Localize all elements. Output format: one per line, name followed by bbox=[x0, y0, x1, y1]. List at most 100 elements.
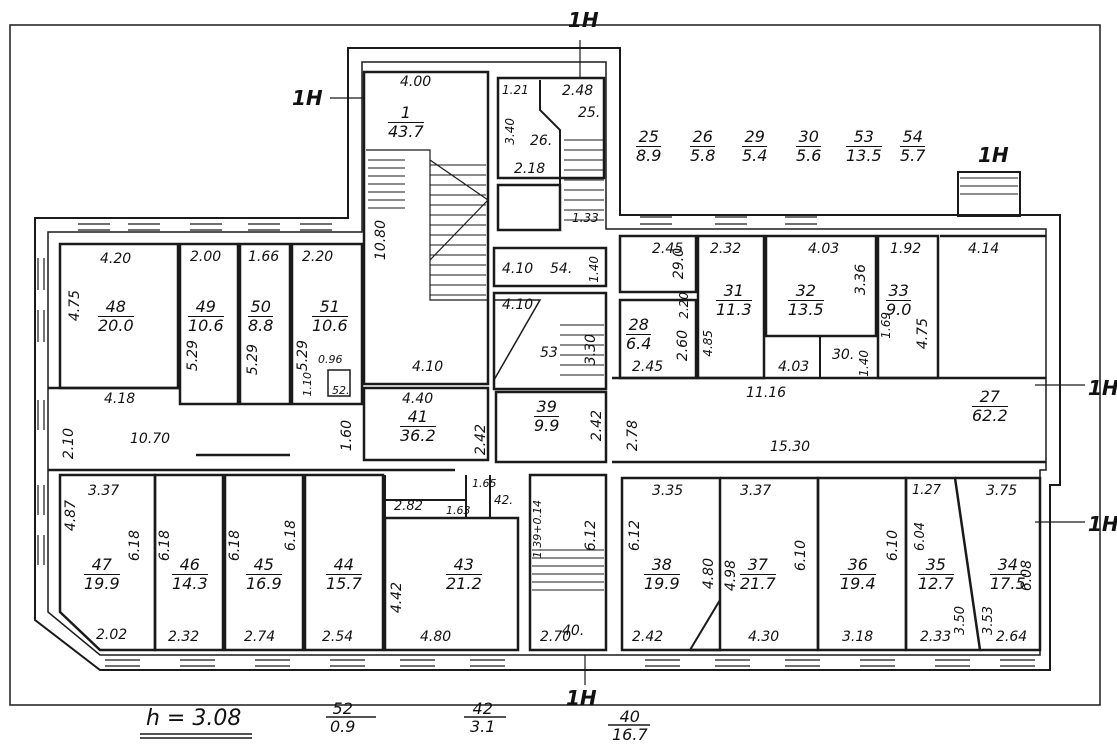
dim-2-00: 2.00 bbox=[190, 249, 222, 265]
dim-10-70: 10.70 bbox=[130, 431, 171, 447]
dim-3-40: 3.40 bbox=[503, 118, 517, 145]
stair-treads bbox=[368, 159, 486, 296]
dim-4-10-b: 4.10 bbox=[502, 261, 534, 277]
dim-6-04: 6.04 bbox=[913, 522, 928, 551]
label-room-30: 30. bbox=[832, 347, 855, 363]
dim-1-40-b: 1.40 bbox=[857, 350, 871, 377]
dim-5-29-b: 5.29 bbox=[245, 344, 261, 376]
dim-1-69: 1.69 bbox=[879, 312, 893, 339]
dim-6-08: 6.08 bbox=[1019, 560, 1035, 592]
entrance-marker-right: 1H bbox=[1088, 376, 1117, 400]
label-room-25: 25. bbox=[578, 105, 601, 121]
dim-2-48: 2.48 bbox=[562, 83, 594, 99]
dim-1-10: 1.10 bbox=[301, 372, 314, 397]
dim-4-20: 4.20 bbox=[100, 251, 132, 267]
dim-10-80: 10.80 bbox=[373, 220, 389, 261]
dim-4-30: 4.30 bbox=[748, 629, 780, 645]
dim-1-66: 1.66 bbox=[248, 249, 280, 265]
dim-4-10-a: 4.10 bbox=[412, 359, 444, 375]
dim-1-33: 1.33 bbox=[572, 211, 599, 225]
entrance-marker-top-right: 1H bbox=[978, 143, 1009, 167]
dim-5-29-c: 5.29 bbox=[295, 340, 311, 372]
dim-4-80-b: 4.80 bbox=[701, 558, 717, 590]
dim-2-42-a: 2.42 bbox=[473, 424, 489, 456]
dim-3-75: 3.75 bbox=[986, 483, 1018, 499]
windows bbox=[37, 216, 1035, 667]
dim-2-42-b: 2.42 bbox=[589, 410, 605, 442]
dim-4-40: 4.40 bbox=[402, 391, 434, 407]
dim-4-75-b: 4.75 bbox=[915, 318, 931, 350]
dim-4-87: 4.87 bbox=[63, 500, 79, 532]
dim-11-16: 11.16 bbox=[746, 385, 787, 401]
sheet-border bbox=[9, 24, 1101, 706]
dim-4-03-b: 4.03 bbox=[778, 359, 810, 375]
dim-2-42-c: 2.42 bbox=[632, 629, 664, 645]
dim-2-10: 2.10 bbox=[61, 428, 77, 460]
dim-2-64: 2.64 bbox=[996, 629, 1028, 645]
dim-4-18: 4.18 bbox=[104, 391, 136, 407]
dim-4-42: 4.42 bbox=[389, 582, 405, 614]
dim-1-63: 1.63 bbox=[446, 504, 471, 517]
dim-2-74: 2.74 bbox=[244, 629, 276, 645]
dim-3-53: 3.53 bbox=[981, 606, 996, 635]
dim-6-12-a: 6.12 bbox=[583, 520, 599, 552]
dim-4-98: 4.98 bbox=[723, 560, 739, 592]
dim-6-18-c: 6.18 bbox=[227, 530, 243, 562]
dim-2-70: 2.70 bbox=[540, 629, 572, 645]
outer-wall-inner bbox=[47, 61, 1047, 656]
label-room-26: 26. bbox=[530, 133, 553, 149]
label-room-54: 54. bbox=[550, 261, 573, 277]
room-1-wall bbox=[362, 70, 490, 386]
dim-0-96: 0.96 bbox=[318, 353, 343, 366]
dim-6-18-d: 6.18 bbox=[283, 520, 299, 552]
label-room-42: 42. bbox=[494, 493, 514, 507]
dim-1-92: 1.92 bbox=[890, 241, 922, 257]
dim-4-75-a: 4.75 bbox=[67, 290, 83, 322]
dim-2-32-b: 2.32 bbox=[168, 629, 200, 645]
entrance-marker-top: 1H bbox=[568, 8, 599, 32]
ceiling-height: h = 3.08 bbox=[146, 706, 242, 731]
dim-5-29-a: 5.29 bbox=[185, 340, 201, 372]
dim-2-18: 2.18 bbox=[514, 161, 546, 177]
dim-2-45-a: 2.45 bbox=[652, 241, 684, 257]
dim-3-37-b: 3.37 bbox=[740, 483, 772, 499]
label-room-52: 52. bbox=[332, 384, 350, 397]
dim-2-78: 2.78 bbox=[625, 420, 641, 452]
dim-3-36: 3.36 bbox=[853, 264, 869, 296]
dim-6-18-a: 6.18 bbox=[127, 530, 143, 562]
dim-4-03-a: 4.03 bbox=[808, 241, 840, 257]
dim-2-20-b: 2.20 bbox=[302, 249, 334, 265]
label-room-40: 40. bbox=[562, 623, 585, 639]
dim-6-10-b: 6.10 bbox=[885, 530, 901, 562]
outer-wall-outer bbox=[34, 47, 1061, 671]
entrance-marker-right-lower: 1H bbox=[1088, 512, 1117, 536]
entrance-marker-top-left: 1H bbox=[292, 86, 323, 110]
entrance-marker-bottom: 1H bbox=[566, 686, 597, 710]
dim-6-18-b: 6.18 bbox=[157, 530, 173, 562]
dim-4-00: 4.00 bbox=[400, 74, 432, 90]
dim-3-18: 3.18 bbox=[842, 629, 874, 645]
dim-1-27: 1.27 bbox=[912, 483, 941, 498]
